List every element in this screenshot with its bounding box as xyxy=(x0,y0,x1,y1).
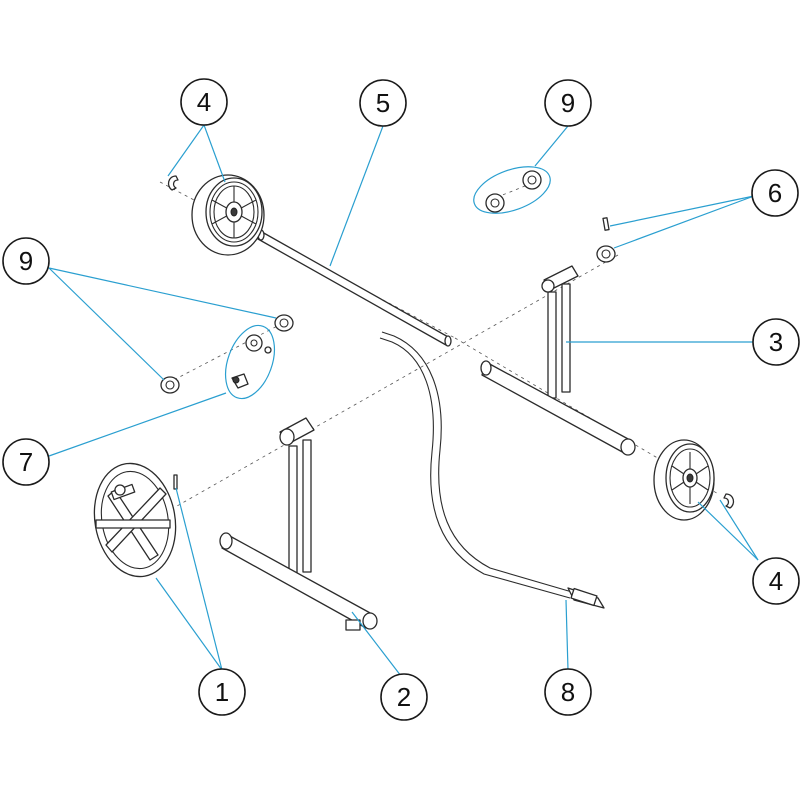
axis-main xyxy=(169,254,619,511)
callout-5: 5 xyxy=(359,79,407,127)
callout-label: 5 xyxy=(376,88,390,118)
callout-3: 3 xyxy=(752,318,800,366)
callout-4-right: 4 xyxy=(752,557,800,605)
callout-4-top: 4 xyxy=(180,78,228,126)
callout-label: 6 xyxy=(768,178,782,208)
wheel-right-part-4 xyxy=(653,439,715,521)
wheel-top-left-part-4 xyxy=(191,174,265,256)
frame-left-part-2 xyxy=(219,417,378,631)
crank-handle-part-8 xyxy=(379,331,605,609)
callout-label: 8 xyxy=(561,677,575,707)
clip-top-left xyxy=(167,175,179,191)
spacers-left-part-9 xyxy=(160,314,294,394)
callout-7: 7 xyxy=(2,438,50,486)
callout-label: 1 xyxy=(215,677,229,707)
callout-label: 9 xyxy=(19,246,33,276)
callout-8: 8 xyxy=(544,668,592,716)
callout-9-top: 9 xyxy=(544,79,592,127)
callout-2: 2 xyxy=(380,673,428,721)
callout-label: 4 xyxy=(769,566,783,596)
callout-label: 2 xyxy=(397,682,411,712)
leader-lines xyxy=(48,124,759,677)
clip-right xyxy=(723,493,735,509)
callout-9-left: 9 xyxy=(2,237,50,285)
pin-bushing-part-6 xyxy=(596,217,616,263)
frame-right-part-3 xyxy=(480,265,636,456)
callout-1: 1 xyxy=(198,668,246,716)
callout-label: 4 xyxy=(197,87,211,117)
callout-label: 9 xyxy=(561,88,575,118)
callout-label: 3 xyxy=(769,327,783,357)
spacers-top-part-9 xyxy=(473,166,551,214)
callout-6: 6 xyxy=(751,169,799,217)
hub-plate-part-7 xyxy=(224,324,276,400)
callout-label: 7 xyxy=(19,447,33,477)
axis-spacers xyxy=(167,321,286,384)
reel-disc-part-1 xyxy=(93,462,178,578)
